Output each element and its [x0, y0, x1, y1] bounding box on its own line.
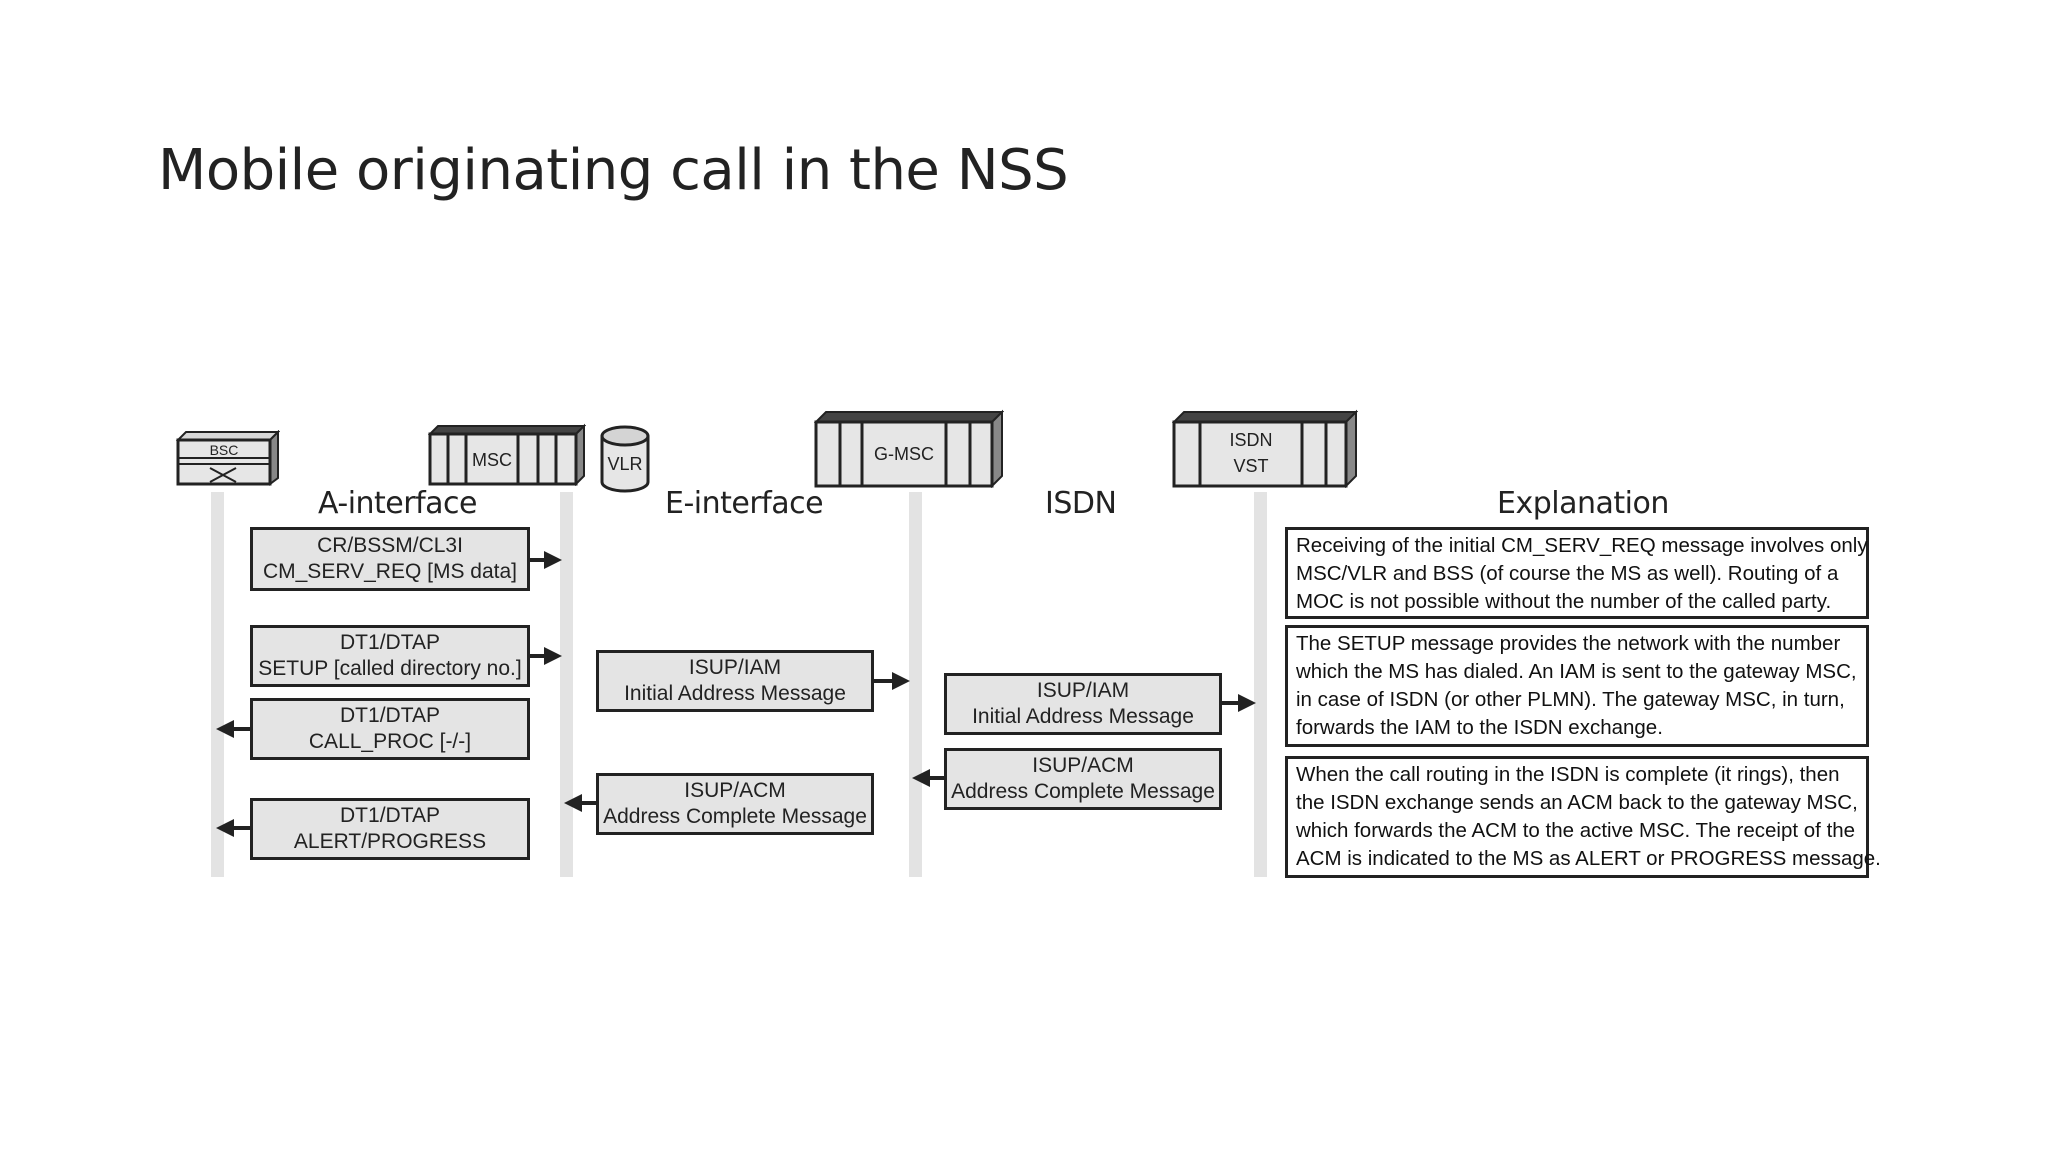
call-proc-message: DT1/DTAP CALL_PROC [-/-] — [250, 698, 530, 760]
iam-isdn-line1: ISUP/IAM — [1036, 679, 1130, 702]
explanation-2-line-4: forwards the IAM to the ISDN exchange. — [1296, 716, 1663, 739]
vlr-database: VLR — [600, 425, 650, 493]
cm-serv-req-arrow — [530, 551, 562, 569]
explanation-1-line-3: MOC is not possible without the number o… — [1296, 590, 1832, 613]
acm-e-line1: ISUP/ACM — [684, 779, 786, 802]
bsc-lifeline — [211, 492, 224, 877]
gmsc-node: G-MSC — [814, 409, 1004, 488]
isdn-header: ISDN — [1045, 486, 1117, 521]
alert-arrow — [216, 819, 250, 837]
explanation-2-line-2: which the MS has dialed. An IAM is sent … — [1296, 660, 1857, 683]
setup-line1: DT1/DTAP — [340, 631, 440, 654]
vlr-label: VLR — [607, 454, 642, 474]
msc-label: MSC — [472, 450, 512, 470]
explanation-box-2: The SETUP message provides the network w… — [1285, 625, 1869, 747]
explanation-3-line-2: the ISDN exchange sends an ACM back to t… — [1296, 791, 1858, 814]
iam-isdn-line2: Initial Address Message — [972, 705, 1194, 728]
acm-isdn-line2: Address Complete Message — [951, 780, 1215, 803]
alert-line1: DT1/DTAP — [340, 804, 440, 827]
call-proc-arrow — [216, 720, 250, 738]
explanation-3-line-1: When the call routing in the ISDN is com… — [1296, 763, 1840, 786]
a-interface-header: A-interface — [318, 486, 478, 521]
explanation-2-line-3: in case of ISDN (or other PLMN). The gat… — [1296, 688, 1845, 711]
cm-serv-req-line2: CM_SERV_REQ [MS data] — [262, 560, 518, 583]
setup-arrow — [530, 647, 562, 665]
iam-e-line1: ISUP/IAM — [688, 656, 782, 679]
acm-isdn-line1: ISUP/ACM — [1032, 754, 1134, 777]
acm-e-line2: Address Complete Message — [603, 805, 867, 828]
isdn-vst-label-2: VST — [1233, 456, 1268, 476]
isdn-vst-label-1: ISDN — [1229, 430, 1272, 450]
msc-lifeline — [560, 492, 573, 877]
setup-line2: SETUP [called directory no.] — [258, 657, 522, 680]
acm-e-arrow — [564, 794, 596, 812]
alert-line2: ALERT/PROGRESS — [293, 830, 487, 853]
isdn-vst-node: ISDN VST — [1172, 409, 1358, 488]
gmsc-lifeline — [909, 492, 922, 877]
cm-serv-req-message: CR/BSSM/CL3I CM_SERV_REQ [MS data] — [250, 527, 530, 591]
call-proc-line2: CALL_PROC [-/-] — [308, 730, 472, 753]
iam-isdn-message: ISUP/IAM Initial Address Message — [944, 673, 1222, 735]
cm-serv-req-line1: CR/BSSM/CL3I — [317, 534, 463, 557]
msc-node: MSC — [428, 423, 586, 486]
iam-e-arrow — [874, 672, 910, 690]
e-interface-header: E-interface — [665, 486, 824, 521]
explanation-box-1: Receiving of the initial CM_SERV_REQ mes… — [1285, 527, 1869, 619]
bsc-node: BSC — [176, 430, 280, 486]
explanation-1-line-2: MSC/VLR and BSS (of course the MS as wel… — [1296, 562, 1839, 585]
setup-message: DT1/DTAP SETUP [called directory no.] — [250, 625, 530, 687]
gmsc-label: G-MSC — [874, 444, 934, 464]
explanation-2-line-1: The SETUP message provides the network w… — [1296, 632, 1841, 655]
isdn-lifeline — [1254, 492, 1267, 877]
explanation-1-line-1: Receiving of the initial CM_SERV_REQ mes… — [1296, 534, 1868, 557]
iam-e-line2: Initial Address Message — [624, 682, 846, 705]
slide-title: Mobile originating call in the NSS — [158, 138, 1069, 203]
call-proc-line1: DT1/DTAP — [340, 704, 440, 727]
acm-e-message: ISUP/ACM Address Complete Message — [596, 773, 874, 835]
explanation-3-line-4: ACM is indicated to the MS as ALERT or P… — [1296, 847, 1881, 870]
iam-isdn-arrow — [1222, 694, 1256, 712]
iam-e-message: ISUP/IAM Initial Address Message — [596, 650, 874, 712]
explanation-box-3: When the call routing in the ISDN is com… — [1285, 756, 1881, 878]
explanation-header: Explanation — [1497, 486, 1669, 521]
bsc-label: BSC — [210, 442, 239, 458]
acm-isdn-arrow — [912, 769, 944, 787]
acm-isdn-message: ISUP/ACM Address Complete Message — [944, 748, 1222, 810]
alert-message: DT1/DTAP ALERT/PROGRESS — [250, 798, 530, 860]
explanation-3-line-3: which forwards the ACM to the active MSC… — [1296, 819, 1856, 842]
